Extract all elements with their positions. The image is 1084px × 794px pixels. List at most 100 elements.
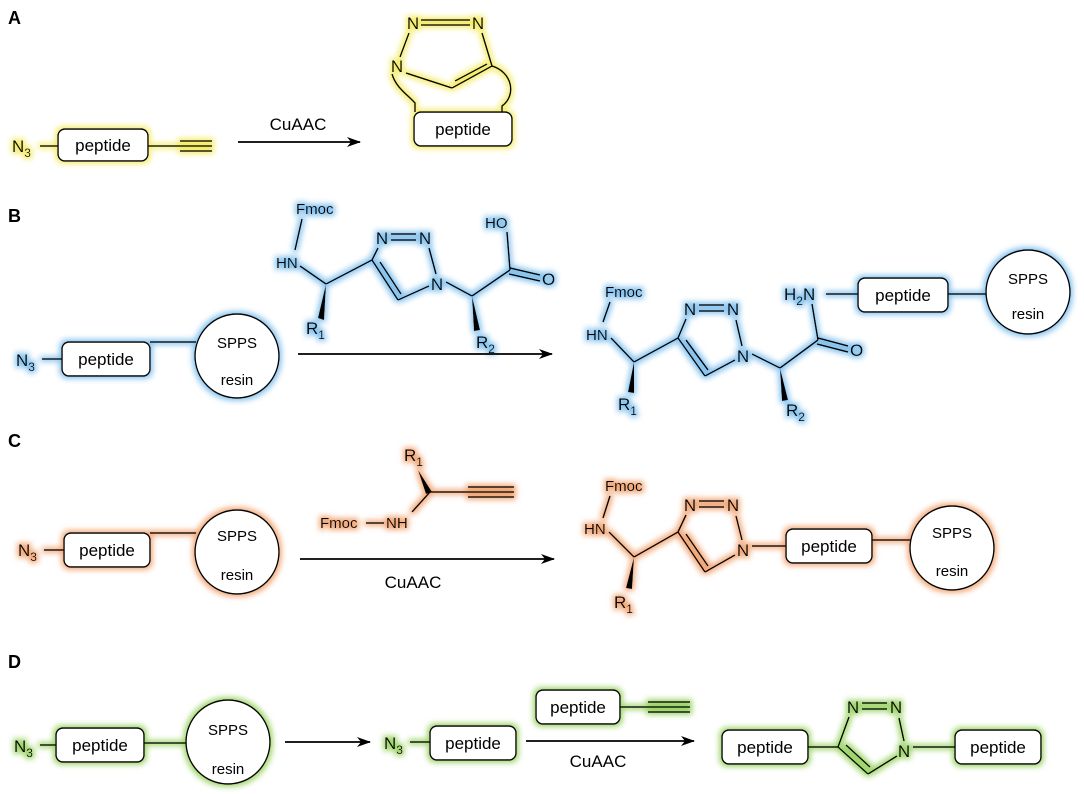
- bond: [371, 259, 399, 301]
- r2-label: R2: [786, 401, 805, 424]
- atom-n: N: [431, 275, 443, 294]
- atom-n: N: [684, 300, 696, 319]
- o-label: O: [850, 341, 863, 360]
- resin-bead: [194, 313, 280, 399]
- peptide-box: [954, 729, 1042, 765]
- atom-n: N: [890, 698, 902, 717]
- resin-bead: [194, 509, 280, 595]
- bond: [397, 285, 430, 301]
- bond: [633, 531, 679, 558]
- resin-label: resin: [1012, 306, 1045, 323]
- bond: [294, 218, 303, 251]
- peptide-label: peptide: [737, 738, 793, 757]
- wedge-bond: [628, 362, 634, 393]
- bond: [837, 746, 869, 775]
- peptide-label: peptide: [801, 537, 857, 556]
- panel-c-reagent: R1 NH Fmoc: [320, 446, 514, 532]
- peptide-box: [429, 725, 517, 761]
- r1-label: R1: [618, 395, 637, 418]
- wedge-bond: [780, 368, 788, 401]
- bond: [405, 72, 453, 89]
- fmoc-label: Fmoc: [296, 201, 334, 218]
- r1-label: R1: [614, 593, 633, 616]
- bond: [399, 32, 410, 58]
- atom-n: N: [684, 496, 696, 515]
- hn-label: HN: [586, 327, 608, 344]
- resin-bead: [909, 505, 995, 591]
- bond: [371, 247, 379, 261]
- atom-n: N: [727, 300, 739, 319]
- panel-label-a: A: [8, 8, 21, 28]
- panel-label-b: B: [8, 206, 21, 226]
- bond: [508, 273, 541, 282]
- panel-a: N3 peptide CuAAC N N N peptide: [12, 14, 513, 162]
- wedge-bond: [318, 284, 326, 320]
- panel-c-reactant: N3 peptide SPPS resin: [18, 509, 280, 595]
- atom-n: N: [419, 229, 431, 248]
- bond: [509, 267, 541, 276]
- panel-c-product: Fmoc HN R1 N N N peptide SPPS resin: [584, 478, 995, 616]
- panel-b-reagent: Fmoc HN R1 N N N R2 HO O: [276, 201, 555, 356]
- atom-n: N: [847, 698, 859, 717]
- cuaac-label: CuAAC: [570, 752, 627, 771]
- peptide-label: peptide: [550, 698, 606, 717]
- peptide-label: peptide: [445, 734, 501, 753]
- hn-label: HN: [276, 255, 298, 272]
- fmoc-label: Fmoc: [605, 478, 643, 495]
- bond: [704, 554, 736, 573]
- bond: [633, 337, 679, 363]
- panel-b-reactant: N3 peptide SPPS resin: [16, 313, 280, 399]
- atom-n: N: [898, 742, 910, 761]
- panel-a-product: N N N peptide: [391, 14, 513, 147]
- r2-label: R2: [476, 333, 495, 356]
- bond: [811, 303, 819, 341]
- wedge-bond: [472, 296, 480, 331]
- panel-c: N3 peptide SPPS resin R1 NH Fmoc CuAAC F…: [18, 446, 995, 616]
- atom-n: N: [407, 14, 419, 33]
- bond: [451, 65, 493, 89]
- panel-d-reactant: N3 peptide SPPS resin: [14, 699, 271, 785]
- spps-label: SPPS: [932, 525, 972, 542]
- bond: [481, 32, 493, 67]
- bond: [506, 231, 511, 271]
- o-label: O: [542, 270, 555, 289]
- cuaac-label: CuAAC: [270, 115, 327, 134]
- peptide-label: peptide: [435, 120, 491, 139]
- resin-label: resin: [936, 563, 969, 580]
- bond: [735, 319, 743, 347]
- h2n-label: H2N: [784, 285, 815, 308]
- bond: [602, 301, 611, 323]
- peptide-box: [857, 277, 949, 313]
- resin-label: resin: [212, 761, 245, 778]
- bond: [867, 755, 898, 775]
- peptide-box: [57, 128, 149, 162]
- bond: [816, 343, 849, 353]
- panel-d-product: peptide N N N peptide: [721, 698, 1042, 775]
- panel-label-c: C: [8, 431, 21, 451]
- panel-d: N3 peptide SPPS resin N3 peptide peptide…: [14, 689, 1042, 785]
- panel-b-product: Fmoc HN R1 N N N R2 O H2N: [586, 249, 1071, 424]
- peptide-label: peptide: [72, 736, 128, 755]
- bond: [428, 247, 437, 275]
- panel-label-d: D: [8, 652, 21, 672]
- bond: [299, 265, 327, 285]
- bond: [898, 717, 905, 742]
- peptide-label: peptide: [79, 541, 135, 560]
- bond: [817, 337, 849, 347]
- fmoc-label: Fmoc: [320, 515, 358, 532]
- peptide-label: peptide: [875, 286, 931, 305]
- resin-label: resin: [221, 567, 254, 584]
- bond: [735, 515, 743, 541]
- bond: [454, 63, 488, 82]
- azide-label: N3: [12, 137, 31, 160]
- nh-label: NH: [386, 515, 408, 532]
- bond: [379, 261, 402, 295]
- spps-label: SPPS: [217, 528, 257, 545]
- peptide-box: [63, 532, 151, 568]
- resin-label: resin: [221, 372, 254, 389]
- hn-label: HN: [584, 521, 606, 538]
- azide-label: N3: [18, 541, 37, 564]
- bond: [677, 514, 687, 533]
- bond: [445, 281, 473, 297]
